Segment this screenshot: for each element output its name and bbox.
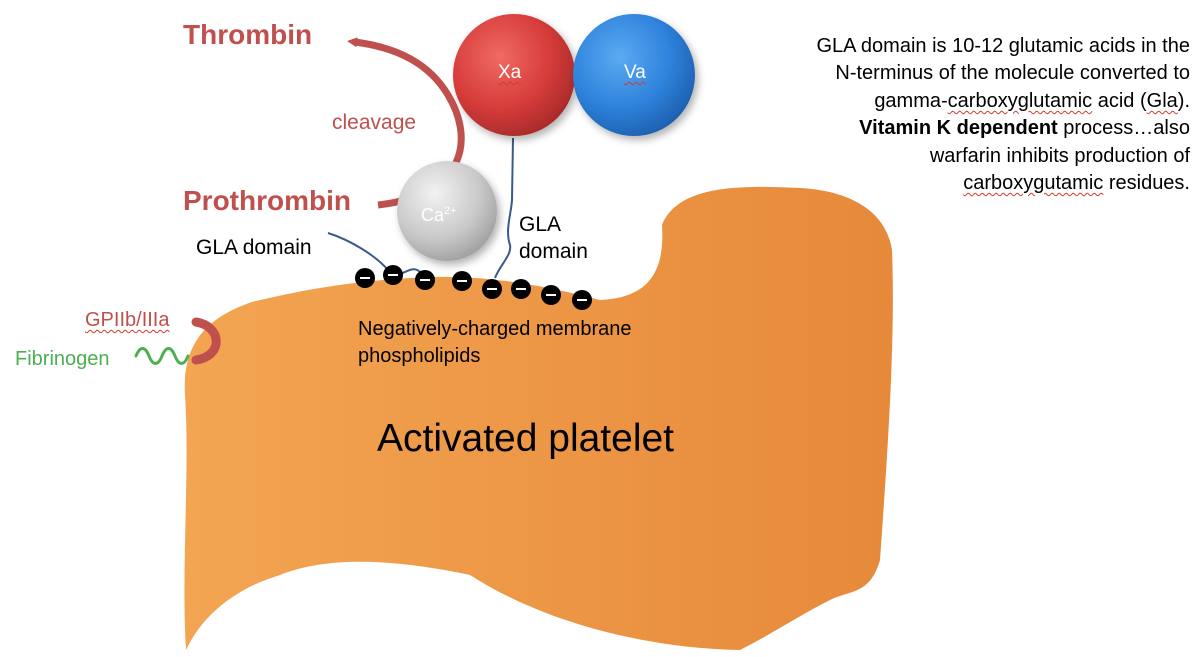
note-text: process…also bbox=[1057, 117, 1190, 140]
calcium-symbol: Ca bbox=[421, 205, 445, 225]
factor-xa-label: Xa bbox=[498, 62, 522, 83]
note-text: carboxyglutamic bbox=[947, 89, 1093, 112]
activated-platelet-label: Activated platelet bbox=[377, 417, 675, 460]
note-line: warfarin inhibits production of bbox=[929, 144, 1190, 167]
factor-va-circle bbox=[573, 14, 695, 136]
note-text: residues. bbox=[1103, 171, 1190, 194]
gpiib-iiia-label: GPIIb/IIIa bbox=[85, 309, 170, 331]
negatively-charged-phospholipids-label: Negatively-charged membrane phospholipid… bbox=[358, 318, 632, 367]
fibrinogen-label: Fibrinogen bbox=[15, 348, 110, 370]
note-text: acid ( bbox=[1092, 89, 1147, 112]
calcium-ion-label: Ca2+ bbox=[421, 205, 457, 226]
fibrinogen-squiggle bbox=[134, 347, 190, 365]
calcium-ion-circle bbox=[397, 161, 497, 261]
factor-xa-circle bbox=[453, 14, 575, 136]
note-line: N-terminus of the molecule converted to bbox=[835, 62, 1190, 85]
note-text: ). bbox=[1177, 89, 1190, 112]
note-text: carboxygutamic bbox=[963, 171, 1104, 194]
note-line: gamma-carboxyglutamic acid (Gla). bbox=[740, 88, 1190, 115]
note-text: Gla bbox=[1146, 89, 1178, 112]
prothrombin-label: Prothrombin bbox=[183, 185, 351, 216]
gla-domain-right-label: GLA domain bbox=[519, 213, 588, 264]
thrombin-label: Thrombin bbox=[183, 19, 313, 50]
note-bold-text: Vitamin K dependent bbox=[859, 117, 1058, 140]
gla-explanation-note: GLA domain is 10-12 glutamic acids in th… bbox=[740, 33, 1190, 197]
note-line: carboxygutamic residues. bbox=[740, 170, 1190, 197]
note-text: gamma- bbox=[874, 89, 948, 112]
cleavage-label: cleavage bbox=[332, 111, 417, 134]
gla-domain-line-right bbox=[494, 137, 514, 279]
activated-platelet-shape bbox=[184, 186, 893, 650]
factor-va-label: Va bbox=[624, 62, 646, 83]
negative-charge-group bbox=[355, 265, 592, 310]
gla-domain-left-label: GLA domain bbox=[196, 236, 312, 259]
calcium-charge: 2+ bbox=[444, 205, 457, 217]
gpiib-iiia-receptor bbox=[191, 317, 221, 365]
note-line: Vitamin K dependent process…also bbox=[740, 115, 1190, 142]
note-line: GLA domain is 10-12 glutamic acids in th… bbox=[816, 35, 1190, 57]
